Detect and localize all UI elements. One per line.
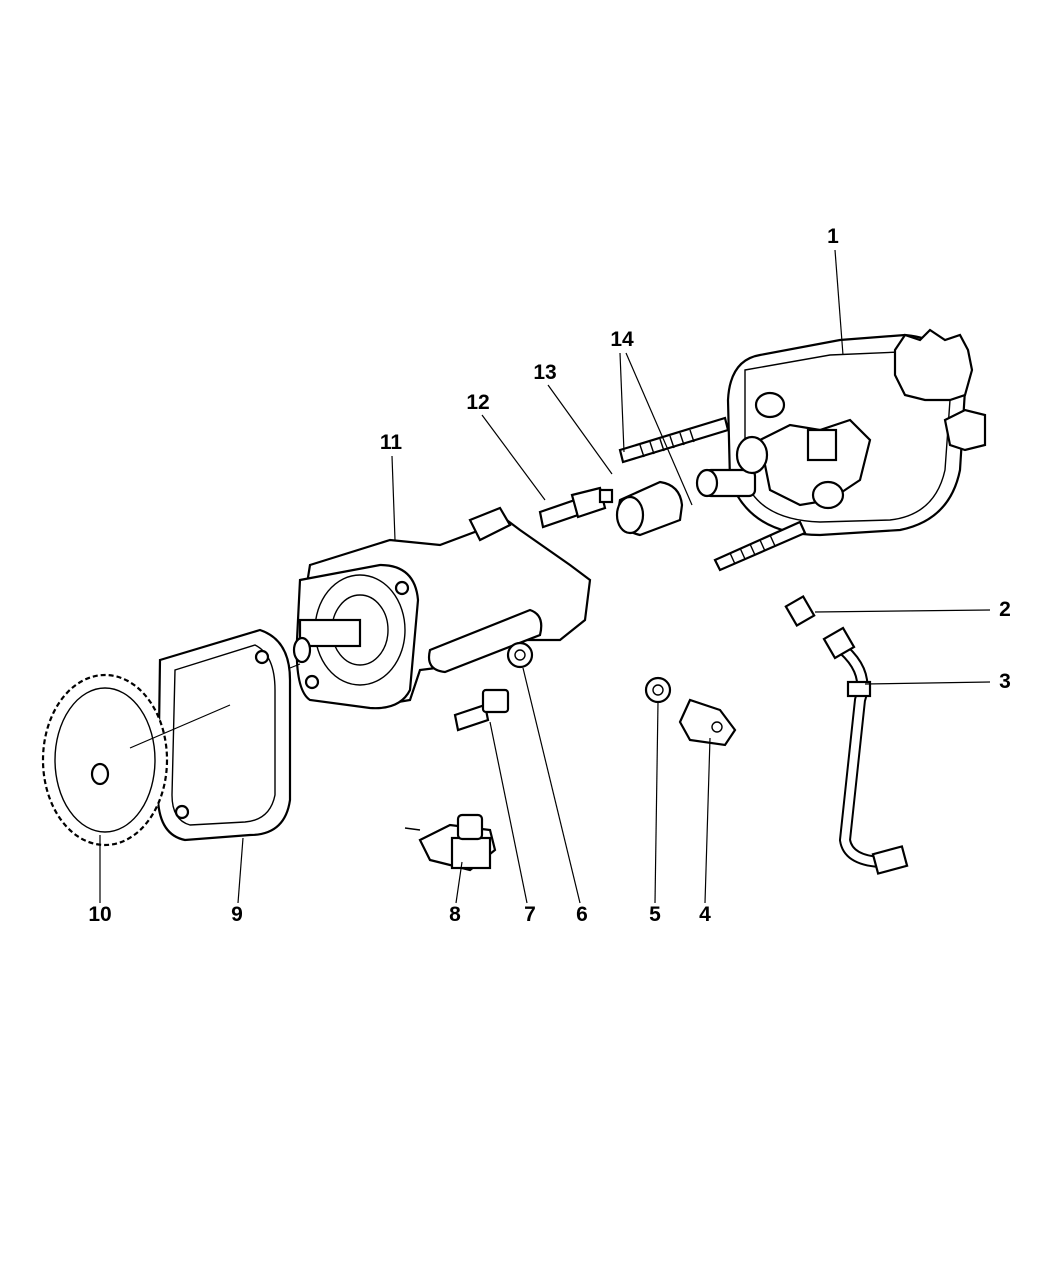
callout-4: 4: [699, 903, 711, 926]
callout-5: 5: [649, 903, 661, 926]
part-9-gasket: [156, 628, 292, 842]
callout-1: 1: [827, 225, 839, 248]
part-3-hose: [822, 626, 909, 875]
part-10-gear: [41, 673, 169, 847]
part-5-nut: [644, 676, 672, 704]
part-6-nut: [506, 641, 534, 669]
part-12-fitting: [538, 486, 614, 529]
callout-11: 11: [379, 431, 403, 454]
part-13-coupler: [615, 480, 684, 537]
callout-7: 7: [524, 903, 536, 926]
part-2-fitting: [784, 594, 816, 628]
callout-14: 14: [610, 328, 634, 351]
part-14-studs: [618, 416, 807, 572]
callout-6: 6: [576, 903, 588, 926]
callout-8: 8: [449, 903, 461, 926]
part-11-vacuum-pump: [292, 506, 592, 710]
callout-13: 13: [533, 361, 557, 384]
leader-lines: [99, 249, 991, 904]
callout-3: 3: [999, 670, 1011, 693]
part-4-clip: [678, 698, 737, 747]
callout-9: 9: [231, 903, 243, 926]
part-1-power-steering-pump: [695, 328, 987, 537]
callout-12: 12: [466, 391, 490, 414]
callout-10: 10: [88, 903, 112, 926]
part-8-sensor: [404, 813, 497, 872]
part-7-bolt: [453, 688, 510, 732]
callout-2: 2: [999, 598, 1011, 621]
